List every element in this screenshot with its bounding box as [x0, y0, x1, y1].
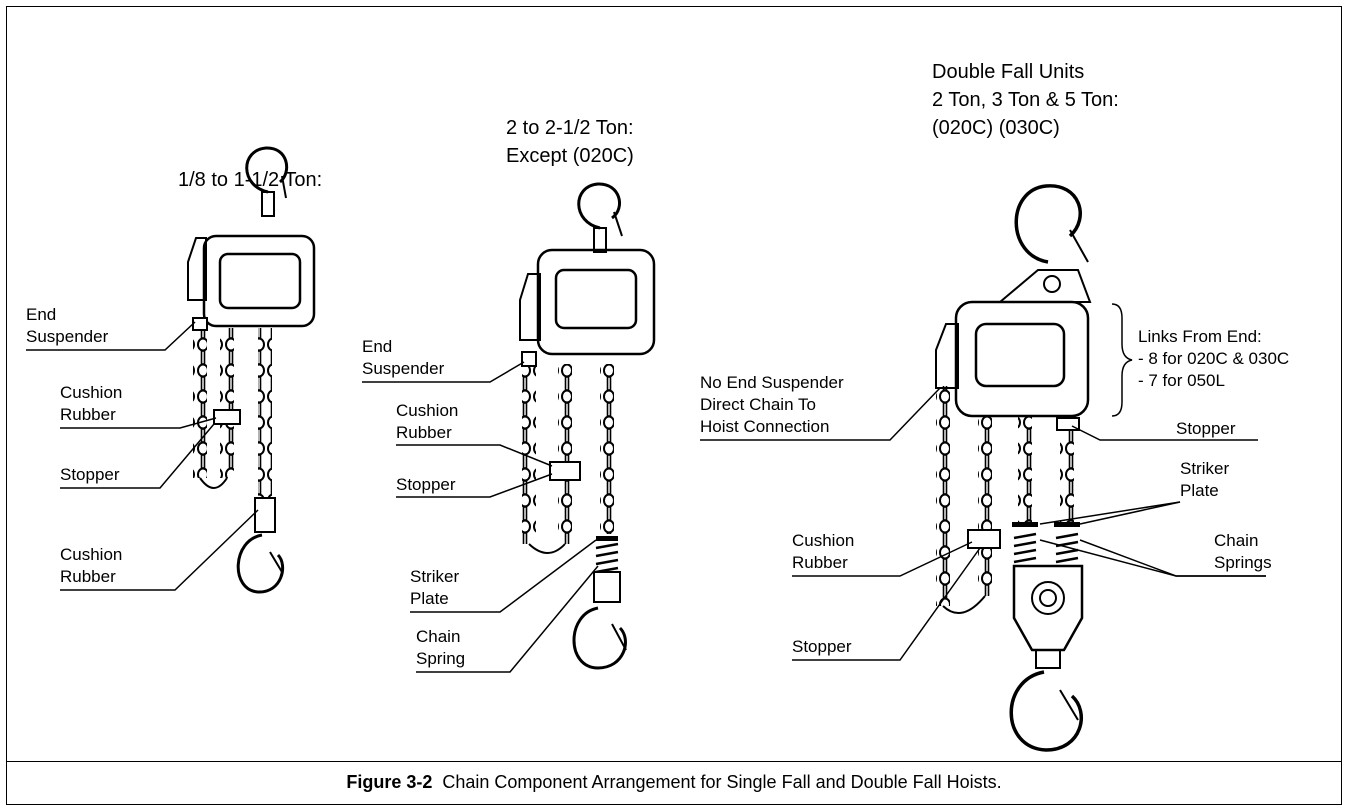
label-no-end-suspender-a: No End Suspender [700, 373, 844, 392]
hoist-3-drawing [935, 184, 1133, 752]
label-cushion-rubber-1b: Rubber [60, 405, 116, 424]
label-stopper-2: Stopper [396, 475, 456, 494]
hoist-2-labels: 2 to 2-1/2 Ton: Except (020C) End Suspen… [362, 117, 634, 668]
label-end-suspender-2b: Suspender [362, 359, 445, 378]
label-end-suspender-2a: End [362, 337, 392, 356]
label-stopper-3a: Stopper [1176, 419, 1236, 438]
label-links-from-end-b: - 8 for 020C & 030C [1138, 349, 1289, 368]
label-cushion-rubber-1d: Rubber [60, 567, 116, 586]
label-cushion-rubber-3b: Rubber [792, 553, 848, 572]
label-striker-plate-3b: Plate [1180, 481, 1219, 500]
hoist-3-leaders [700, 387, 1266, 661]
label-chain-spring-2a: Chain [416, 627, 460, 646]
hoist-3-title-line1: Double Fall Units [932, 61, 1084, 83]
label-chain-springs-a: Chain [1214, 531, 1258, 550]
label-chain-springs-b: Springs [1214, 553, 1272, 572]
label-stopper-1: Stopper [60, 465, 120, 484]
label-cushion-rubber-1c: Cushion [60, 545, 122, 564]
hoist-3-title-line2: 2 Ton, 3 Ton & 5 Ton: [932, 89, 1119, 111]
label-links-from-end-c: - 7 for 050L [1138, 371, 1225, 390]
hoist-1-leaders [26, 321, 259, 591]
label-striker-plate-2a: Striker [410, 567, 459, 586]
caption-divider [6, 761, 1342, 762]
figure-number: Figure 3-2 [346, 772, 433, 792]
label-cushion-rubber-1a: Cushion [60, 383, 122, 402]
figure-frame [6, 6, 1342, 805]
hoist-3-labels: Double Fall Units 2 Ton, 3 Ton & 5 Ton: … [700, 61, 1289, 656]
label-no-end-suspender-c: Hoist Connection [700, 417, 829, 436]
label-cushion-rubber-3a: Cushion [792, 531, 854, 550]
figure-caption-text: Chain Component Arrangement for Single F… [442, 772, 1002, 792]
hoist-1-labels: 1/8 to 1-1/2 Ton: End Suspender Cushion … [26, 169, 322, 586]
label-cushion-rubber-2b: Rubber [396, 423, 452, 442]
label-striker-plate-3a: Striker [1180, 459, 1229, 478]
hoist-2-title-line1: 2 to 2-1/2 Ton: [506, 117, 634, 139]
hoist-1-drawing [187, 146, 316, 594]
label-chain-spring-2b: Spring [416, 649, 465, 668]
hoist-1-title: 1/8 to 1-1/2 Ton: [178, 169, 322, 191]
label-striker-plate-2b: Plate [410, 589, 449, 608]
hoist-2-leaders [362, 361, 599, 673]
label-stopper-3b: Stopper [792, 637, 852, 656]
label-end-suspender-1a: End [26, 305, 56, 324]
label-end-suspender-1b: Suspender [26, 327, 109, 346]
label-no-end-suspender-b: Direct Chain To [700, 395, 816, 414]
label-links-from-end-a: Links From End: [1138, 327, 1262, 346]
label-cushion-rubber-2a: Cushion [396, 401, 458, 420]
hoist-2-drawing [519, 182, 656, 670]
figure-caption: Figure 3-2 Chain Component Arrangement f… [0, 772, 1348, 793]
hoist-3-title-line3: (020C) (030C) [932, 117, 1060, 139]
hoist-2-title-line2: Except (020C) [506, 145, 634, 167]
